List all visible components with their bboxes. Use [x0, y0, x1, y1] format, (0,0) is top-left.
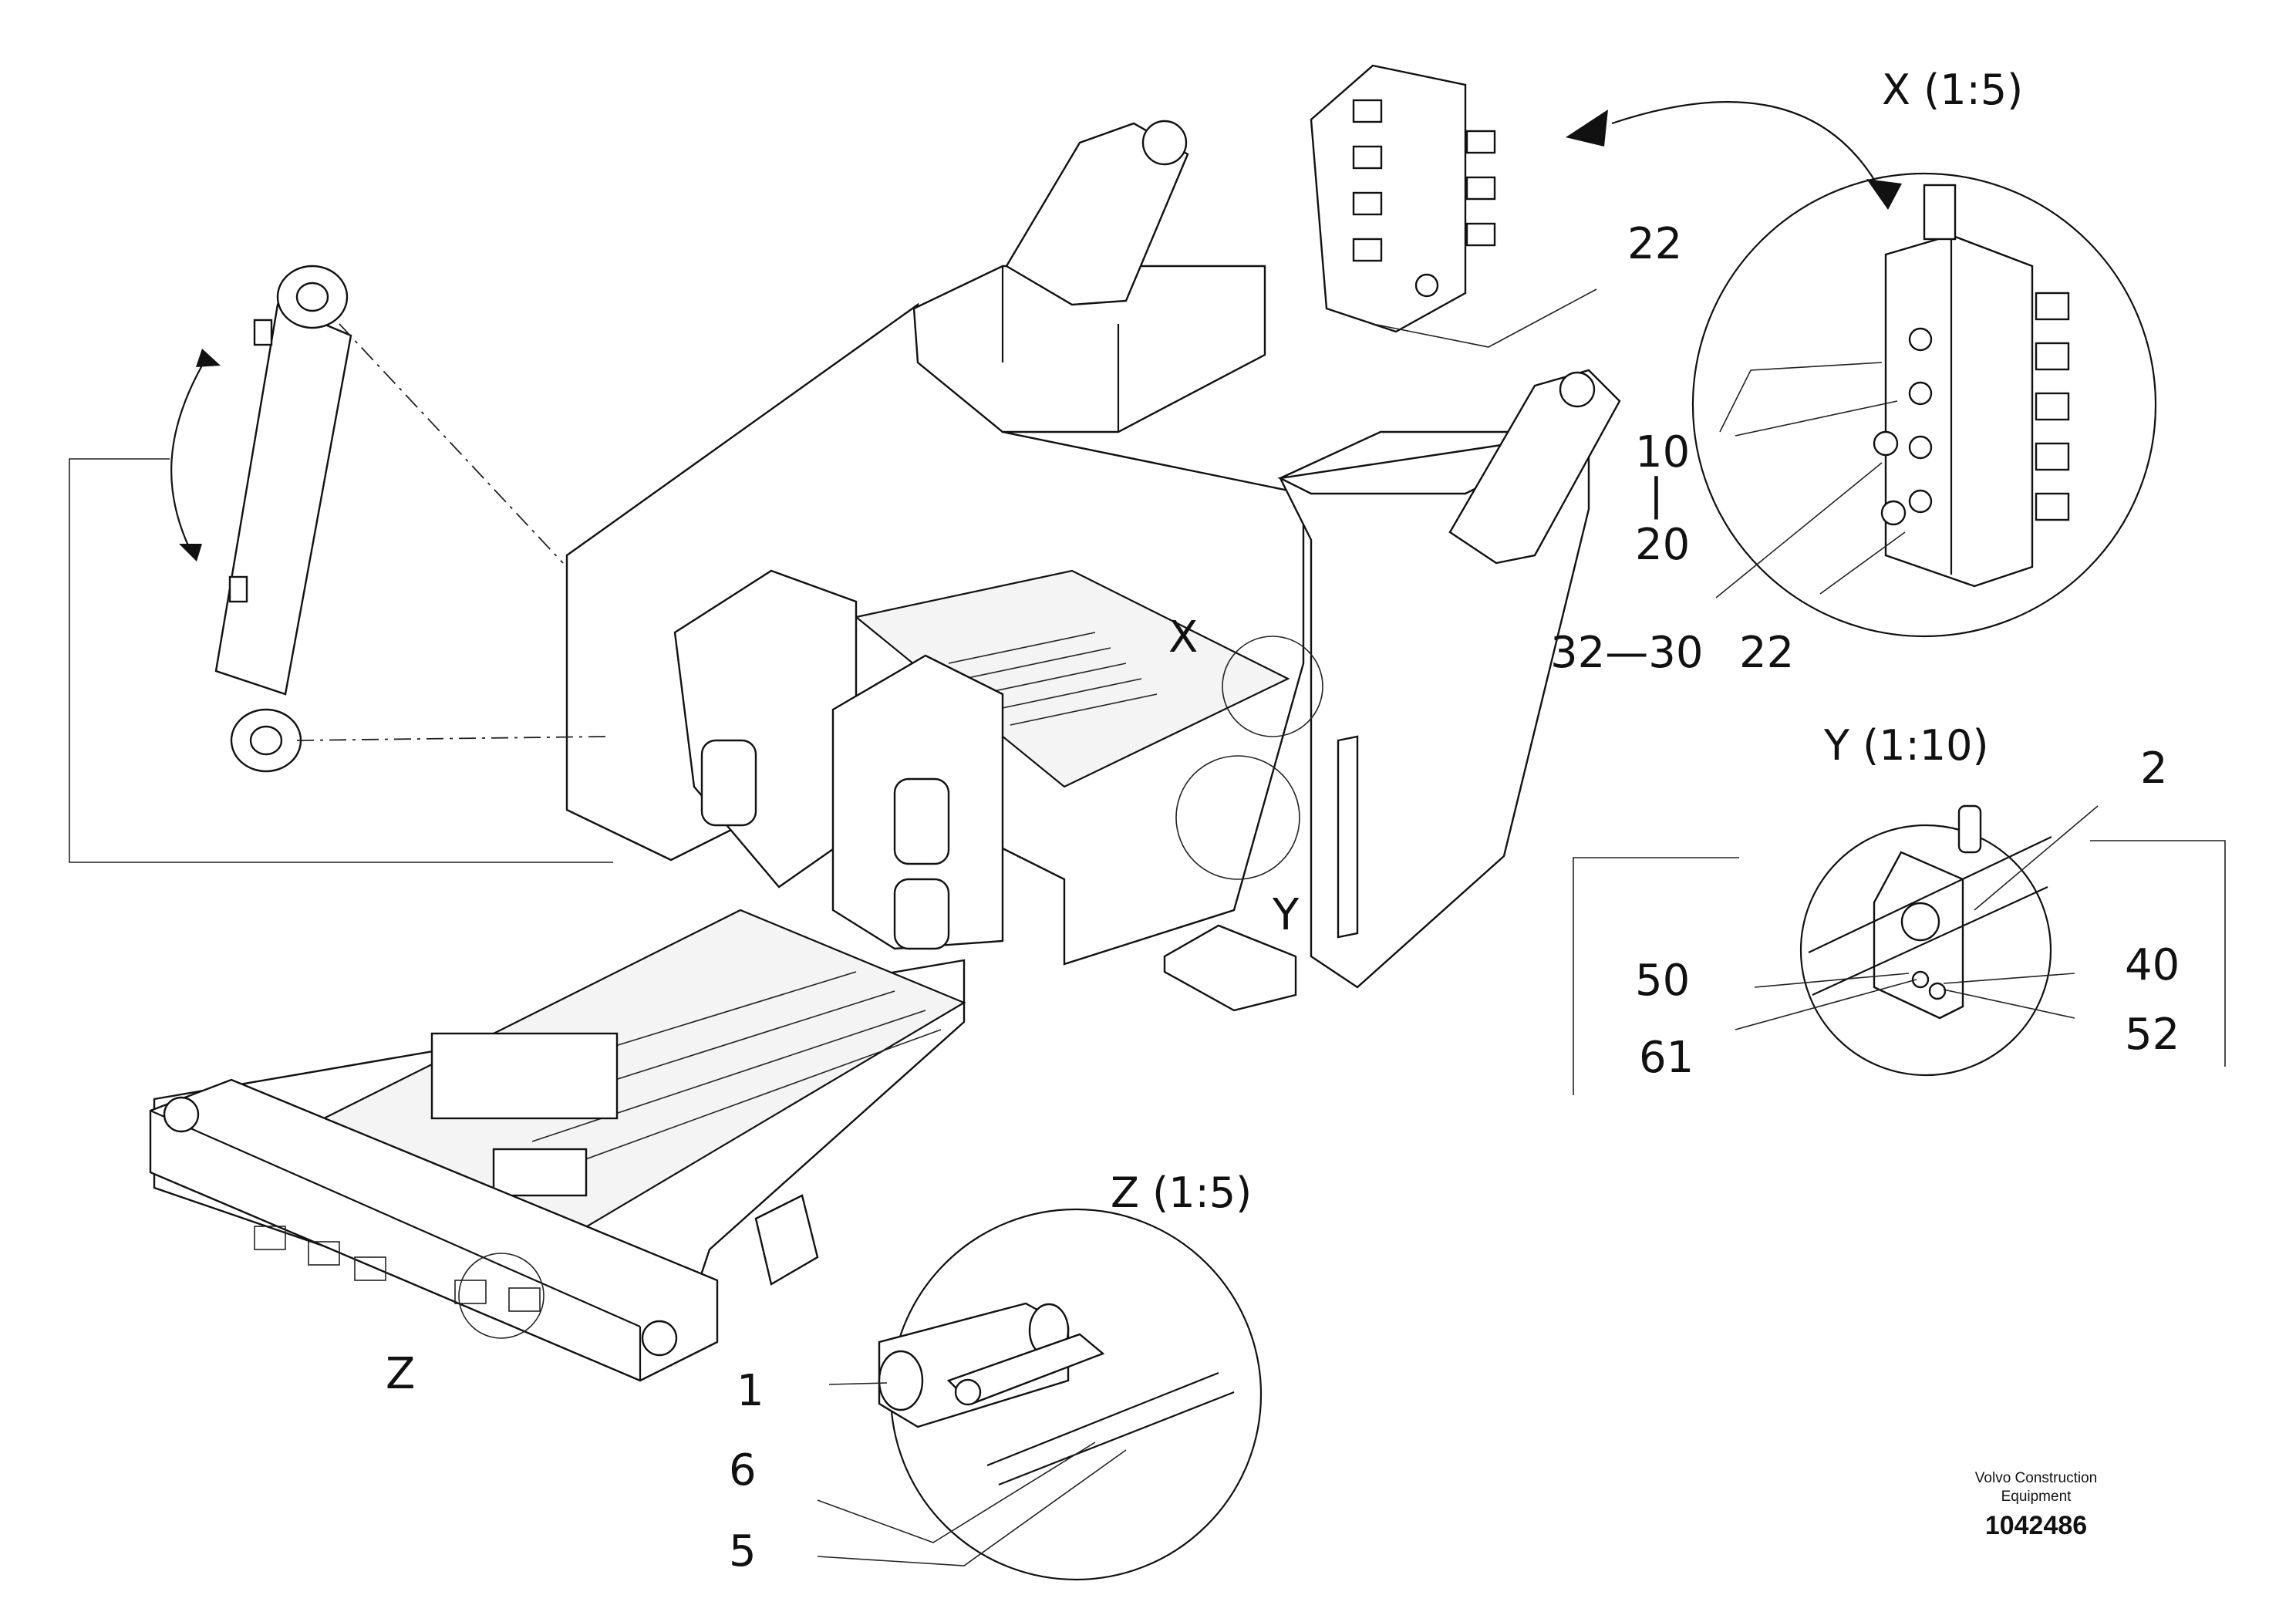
- callout-5: 5: [729, 1526, 757, 1576]
- view-title-x: X (1:5): [1882, 66, 2023, 114]
- view-title-z: Z (1:5): [1111, 1168, 1252, 1217]
- detail-view-y: [1573, 804, 2226, 1095]
- detail-view-z: [817, 1208, 1263, 1581]
- document-number: 1042486: [1984, 1511, 2088, 1540]
- detail-view-x: [1175, 172, 2157, 880]
- callout-22-top: 22: [1627, 219, 1682, 269]
- callout-separator: |: [1649, 470, 1664, 520]
- detail-marker-y: Y: [1272, 890, 1300, 940]
- brand-line-1: Volvo Construction: [1974, 1470, 2098, 1486]
- callout-1: 1: [737, 1366, 764, 1416]
- callout-22-bottom: 22: [1739, 628, 1794, 678]
- detail-marker-x: X: [1168, 612, 1198, 663]
- title-block: Volvo Construction Equipment 1042486: [1920, 1469, 2152, 1541]
- front-frame: [149, 909, 966, 1382]
- brand-line-2: Equipment: [2001, 1489, 2072, 1505]
- callout-32-30: 32—30: [1550, 628, 1704, 678]
- detail-marker-z: Z: [386, 1349, 415, 1399]
- callout-10: 10: [1635, 427, 1690, 477]
- callout-20: 20: [1635, 520, 1690, 570]
- callout-6: 6: [729, 1445, 757, 1496]
- hydraulic-cylinder: [69, 265, 613, 863]
- callout-61: 61: [1639, 1033, 1694, 1083]
- valve-block-exploded: [1310, 64, 1902, 348]
- callout-2: 2: [2140, 744, 2168, 794]
- view-title-y: Y (1:10): [1823, 721, 1989, 770]
- callout-50: 50: [1635, 956, 1690, 1006]
- main-frame: [565, 120, 1621, 1012]
- callout-52: 52: [2125, 1010, 2180, 1060]
- callout-40: 40: [2125, 940, 2180, 990]
